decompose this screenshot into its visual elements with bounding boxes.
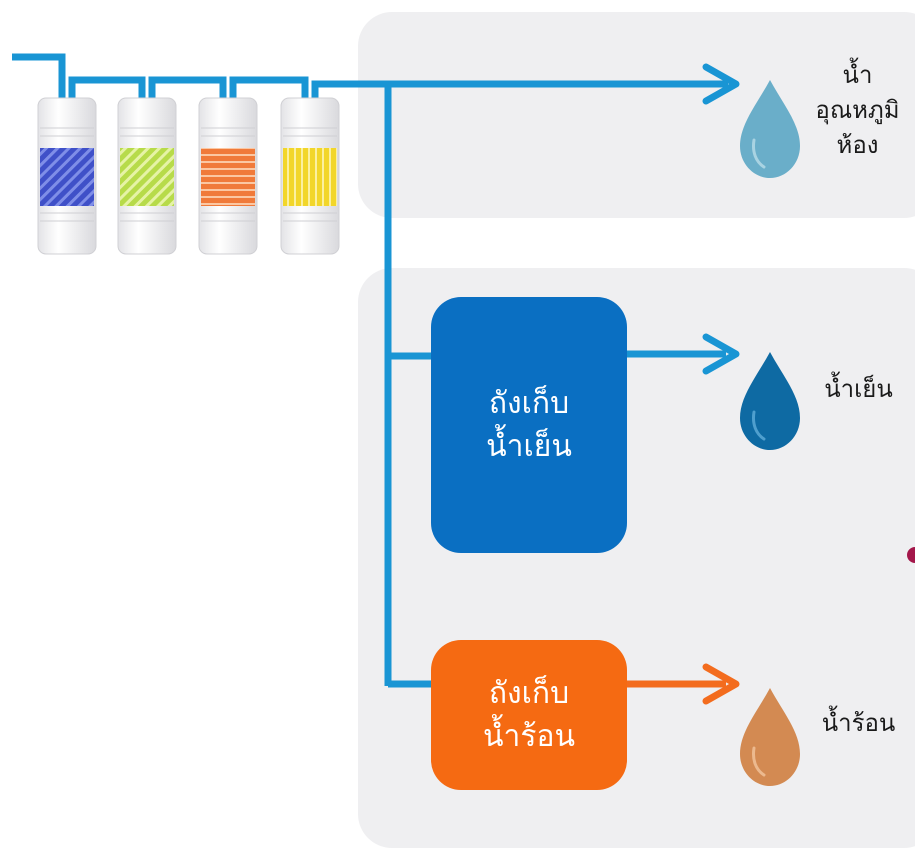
filter-cartridge-4 [280,97,340,255]
cold-water-tank: ถังเก็บ น้ำเย็น [431,297,627,553]
cold-tank-label-line-2: น้ำเย็น [486,429,572,464]
room-label-line-2: อุณหภูมิ [815,95,900,124]
cold-water-drop-highlight [752,410,766,441]
connector-1-2 [68,76,146,98]
cold-water-label: น้ำเย็น [824,375,893,403]
cold-tank-label-line-1: ถังเก็บ [488,385,570,421]
cold-arrow-head [702,333,740,375]
room-arrow-head [702,63,740,105]
room-temperature-panel [358,12,915,218]
inlet-pipe [12,53,66,98]
main-outlet-pipe [311,80,728,98]
room-label-line-1: น้ำ [842,61,873,89]
hot-water-drop-highlight [752,746,766,777]
hot-tank-label-line-2: น้ำร้อน [483,719,575,754]
hot-arrow-head [702,663,740,705]
hot-tank-label-line-1: ถังเก็บ [488,675,570,711]
filter-cartridge-3 [198,97,258,255]
room-temperature-label: น้ำ อุณหภูมิ ห้อง [800,58,915,162]
hot-water-label: น้ำร้อน [821,709,896,737]
connector-3-4 [229,76,309,98]
cold-water-drop-icon [740,352,800,450]
filter-cartridge-1 [37,97,97,255]
hot-water-drop-icon [740,688,800,786]
filter-cartridge-2 [117,97,177,255]
connector-2-3 [148,76,227,98]
room-water-drop-highlight [752,138,766,169]
room-label-line-3: ห้อง [836,130,879,159]
room-water-drop-icon [740,80,800,178]
edge-marker [907,547,915,563]
hot-water-tank: ถังเก็บ น้ำร้อน [431,640,627,790]
